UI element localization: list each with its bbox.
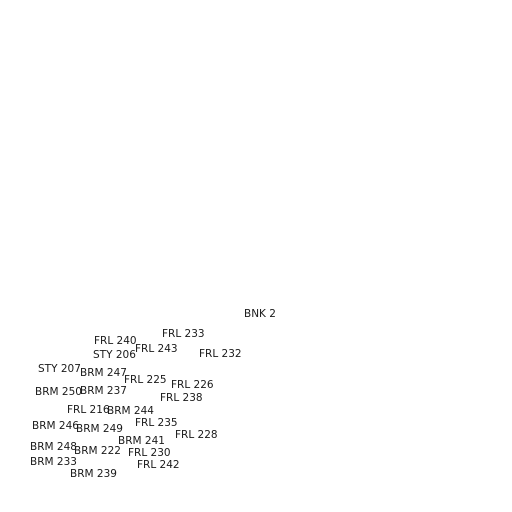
map-label-frl-233: FRL 233 xyxy=(162,328,205,340)
map-label-sty-207: STY 207 xyxy=(38,363,81,375)
map-label-brm-244: BRM 244 xyxy=(107,405,154,417)
map-label-frl-230: FRL 230 xyxy=(128,447,171,459)
map-label-brm-246: BRM 246 xyxy=(32,420,79,432)
map-label-frl-238: FRL 238 xyxy=(160,392,203,404)
map-label-frl-216: FRL 216 xyxy=(67,404,110,416)
map-label-frl-243: FRL 243 xyxy=(135,343,178,355)
map-label-frl-232: FRL 232 xyxy=(199,348,242,360)
map-label-frl-240: FRL 240 xyxy=(94,335,137,347)
map-label-frl-226: FRL 226 xyxy=(171,379,214,391)
map-label-brm-239: BRM 239 xyxy=(70,468,117,480)
map-label-brm-249: BRM 249 xyxy=(76,423,123,435)
map-label-frl-225: FRL 225 xyxy=(124,374,167,386)
map-label-brm-222: BRM 222 xyxy=(74,445,121,457)
map-label-brm-248: BRM 248 xyxy=(30,441,77,453)
map-label-brm-237: BRM 237 xyxy=(80,385,127,397)
map-label-frl-228: FRL 228 xyxy=(175,429,218,441)
map-label-brm-247: BRM 247 xyxy=(80,367,127,379)
map-label-sty-206: STY 206 xyxy=(93,349,136,361)
map-label-brm-250: BRM 250 xyxy=(35,386,82,398)
map-label-brm-233: BRM 233 xyxy=(30,456,77,468)
map-label-frl-235: FRL 235 xyxy=(135,417,178,429)
map-label-frl-242: FRL 242 xyxy=(137,459,180,471)
map-label-bnk-2: BNK 2 xyxy=(244,308,276,320)
map-label-brm-241: BRM 241 xyxy=(118,435,165,447)
